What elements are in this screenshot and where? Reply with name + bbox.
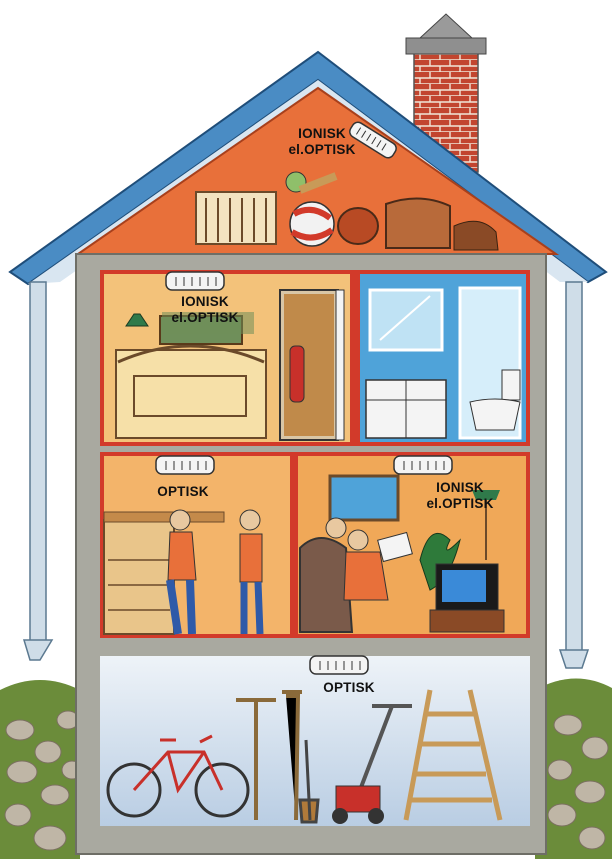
basement-detector-type-1: OPTISK (294, 680, 404, 696)
attic-detector-type-2: el.OPTISK (272, 142, 372, 158)
smoke-detector-icon (394, 456, 452, 474)
kitchen-detector-type-1: OPTISK (128, 484, 238, 500)
living-room-detector-type-2: el.OPTISK (405, 496, 515, 512)
attic-detector-label: IONISK el.OPTISK (272, 126, 372, 158)
kitchen-detector-label: OPTISK (128, 484, 238, 500)
attic-detector-type-1: IONISK (272, 126, 372, 142)
living-room-detector-type-1: IONISK (405, 480, 515, 496)
bedroom-detector-type-1: IONISK (150, 294, 260, 310)
basement-detector-label: OPTISK (294, 680, 404, 696)
bedroom-detector-label: IONISK el.OPTISK (150, 294, 260, 326)
bedroom-detector-type-2: el.OPTISK (150, 310, 260, 326)
smoke-detector-icon (310, 656, 368, 674)
smoke-detector-icon (156, 456, 214, 474)
living-room-detector-label: IONISK el.OPTISK (405, 480, 515, 512)
smoke-detector-icon (166, 272, 224, 290)
